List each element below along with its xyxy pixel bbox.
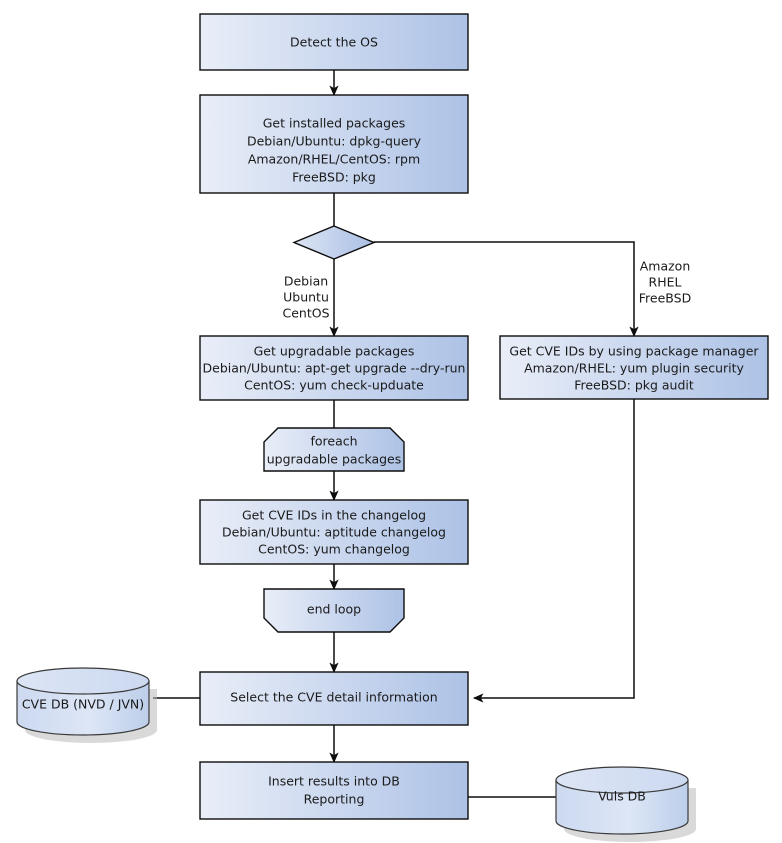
node-get-cve-ids-changelog-line-0: Get CVE IDs in the changelog — [242, 508, 426, 523]
edge-decision-to-package-manager — [374, 241, 639, 338]
node-vuls-db-top — [555, 766, 689, 794]
node-select-cve-detail[interactable]: Select the CVE detail information — [199, 671, 469, 726]
edge-label-right-branch-line-0: Amazon — [640, 259, 691, 274]
node-loop-start[interactable]: foreach upgradable packages — [263, 427, 405, 472]
node-select-cve-detail-line-0: Select the CVE detail information — [230, 690, 437, 705]
node-get-upgradable-packages-line-1: Debian/Ubuntu: apt-get upgrade --dry-run — [203, 361, 466, 376]
node-get-cve-ids-changelog-line-2: CentOS: yum changelog — [258, 542, 410, 557]
node-get-installed-packages[interactable]: Get installed packages Debian/Ubuntu: dp… — [199, 94, 469, 194]
node-get-cve-ids-changelog[interactable]: Get CVE IDs in the changelog Debian/Ubun… — [199, 499, 469, 565]
node-vuls-db[interactable]: Vuls DB — [555, 766, 696, 842]
node-insert-results-line-0: Insert results into DB — [268, 774, 400, 789]
node-cve-db-body — [16, 680, 150, 736]
node-get-installed-packages-line-1: Debian/Ubuntu: dpkg-query — [247, 134, 422, 149]
node-loop-start-line-1: upgradable packages — [267, 452, 402, 467]
node-loop-end-line-0: end loop — [307, 602, 361, 617]
node-insert-results[interactable]: Insert results into DB Reporting — [199, 761, 469, 820]
edge-package-manager-to-select — [472, 399, 635, 703]
node-get-upgradable-packages-shape — [199, 335, 469, 401]
node-detect-os-line-0: Detect the OS — [290, 35, 378, 50]
node-get-cve-ids-package-manager-shape — [499, 335, 769, 400]
node-cve-db-top — [16, 667, 150, 695]
node-vuls-db-label: Vuls DB — [598, 789, 646, 804]
node-os-decision[interactable] — [292, 225, 376, 260]
node-loop-end-shape — [263, 588, 405, 633]
node-get-installed-packages-line-2: Amazon/RHEL/CentOS: rpm — [248, 152, 420, 167]
node-get-upgradable-packages-line-0: Get upgradable packages — [254, 344, 415, 359]
node-loop-start-shape — [263, 427, 405, 472]
edge-label-left-branch-line-2: CentOS — [282, 306, 329, 321]
edge-label-left-branch-line-0: Debian — [284, 274, 328, 289]
node-insert-results-shape — [199, 761, 469, 820]
node-get-cve-ids-changelog-shape — [199, 499, 469, 565]
node-loop-start-line-0: foreach — [310, 434, 357, 449]
node-get-upgradable-packages[interactable]: Get upgradable packages Debian/Ubuntu: a… — [199, 335, 469, 401]
node-os-decision-shape — [292, 225, 376, 260]
node-get-installed-packages-line-0: Get installed packages — [263, 116, 406, 131]
edge-label-right-branch-line-2: FreeBSD — [639, 291, 691, 306]
edge-label-left-branch: Debian Ubuntu CentOS — [282, 274, 329, 321]
node-get-installed-packages-line-3: FreeBSD: pkg — [292, 170, 376, 185]
node-get-upgradable-packages-line-2: CentOS: yum check-upduate — [244, 378, 424, 393]
node-get-cve-ids-package-manager-line-2: FreeBSD: pkg audit — [574, 378, 694, 393]
node-cve-db[interactable]: CVE DB (NVD / JVN) — [16, 667, 157, 743]
edge-label-right-branch: Amazon RHEL FreeBSD — [639, 259, 691, 306]
node-cve-db-label: CVE DB (NVD / JVN) — [22, 697, 144, 712]
node-loop-end[interactable]: end loop — [263, 588, 405, 633]
node-select-cve-detail-shape — [199, 671, 469, 726]
node-detect-os-shape — [199, 13, 469, 71]
node-detect-os[interactable]: Detect the OS — [199, 13, 469, 71]
edge-label-right-branch-line-1: RHEL — [649, 275, 682, 290]
connectors — [153, 70, 639, 798]
node-get-installed-packages-shape — [199, 94, 469, 194]
node-get-cve-ids-package-manager-line-0: Get CVE IDs by using package manager — [509, 344, 759, 359]
node-insert-results-line-1: Reporting — [304, 792, 365, 807]
node-get-cve-ids-package-manager[interactable]: Get CVE IDs by using package manager Ama… — [499, 335, 769, 400]
node-get-cve-ids-package-manager-line-1: Amazon/RHEL: yum plugin security — [524, 361, 744, 376]
node-get-cve-ids-changelog-line-1: Debian/Ubuntu: aptitude changelog — [222, 525, 446, 540]
node-vuls-db-body — [555, 779, 689, 835]
edge-label-left-branch-line-1: Ubuntu — [283, 290, 329, 305]
